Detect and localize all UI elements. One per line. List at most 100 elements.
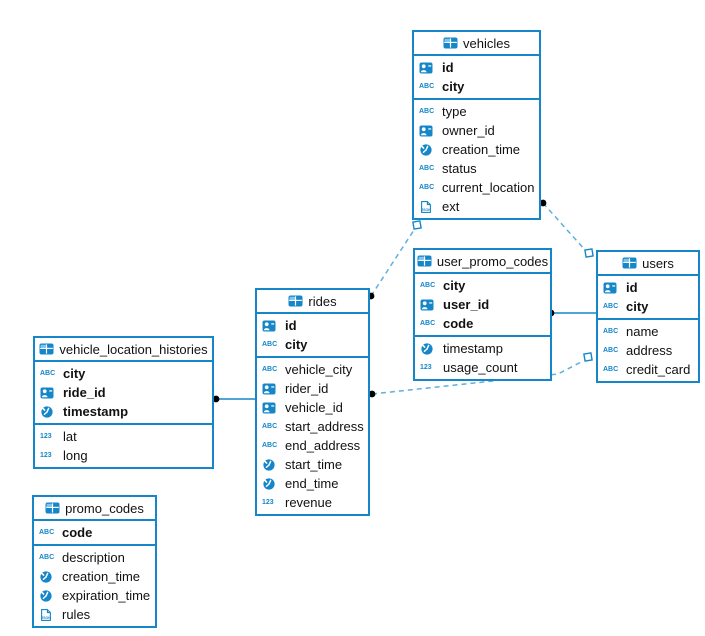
- number-type-icon: 123: [40, 433, 52, 440]
- column-name: ride_id: [63, 385, 106, 400]
- column-row-expiration_time[interactable]: expiration_time: [34, 586, 155, 605]
- column-name: city: [285, 337, 308, 352]
- column-row-city[interactable]: ABC city: [414, 77, 539, 96]
- text-type-icon: ABC: [419, 83, 435, 90]
- column-name: revenue: [285, 495, 332, 510]
- column-name: id: [442, 60, 454, 75]
- column-row-start_time[interactable]: start_time: [257, 455, 368, 474]
- id-type-icon: [262, 402, 281, 414]
- column-name: id: [626, 280, 638, 295]
- table-header-promo_codes[interactable]: promo_codes: [34, 497, 155, 521]
- column-name: credit_card: [626, 362, 691, 377]
- timestamp-type-icon: [40, 405, 59, 419]
- column-row-vehicle_id[interactable]: vehicle_id: [257, 398, 368, 417]
- column-name: city: [443, 278, 466, 293]
- column-name: address: [626, 343, 673, 358]
- relationship-user_promo_codes-to-users: [547, 309, 596, 317]
- column-name: city: [626, 299, 649, 314]
- column-row-rules[interactable]: JSON rules: [34, 605, 155, 624]
- text-type-icon: ABC: [262, 341, 278, 348]
- column-row-rider_id[interactable]: rider_id: [257, 379, 368, 398]
- table-header-vehicle_location_histories[interactable]: vehicle_location_histories: [35, 338, 212, 362]
- table-header-users[interactable]: users: [598, 252, 698, 276]
- text-type-icon: ABC: [419, 165, 435, 172]
- column-row-id[interactable]: id: [414, 58, 539, 77]
- table-header-vehicles[interactable]: vehicles: [414, 32, 539, 56]
- text-type-icon: ABC: [603, 328, 619, 335]
- table-name: vehicles: [463, 35, 510, 51]
- column-row-timestamp[interactable]: timestamp: [35, 402, 212, 421]
- id-type-icon: [262, 320, 281, 332]
- column-name: usage_count: [443, 360, 518, 375]
- text-type-icon: ABC: [262, 366, 278, 373]
- relationship-vehicle_location_histories-to-rides: [212, 395, 255, 403]
- column-row-id[interactable]: id: [598, 278, 698, 297]
- table-icon: [443, 37, 458, 49]
- table-icon: [39, 343, 54, 355]
- table-icon: [288, 295, 303, 307]
- column-row-end_time[interactable]: end_time: [257, 474, 368, 493]
- column-name: id: [285, 318, 297, 333]
- column-row-id[interactable]: id: [257, 316, 368, 335]
- column-row-revenue[interactable]: 123 revenue: [257, 493, 368, 512]
- connector-diamond: [583, 352, 593, 362]
- column-name: timestamp: [63, 404, 129, 419]
- column-name: city: [442, 79, 465, 94]
- text-type-icon: ABC: [420, 282, 436, 289]
- table-header-rides[interactable]: rides: [257, 290, 368, 314]
- table-name: vehicle_location_histories: [59, 341, 208, 357]
- column-row-user_id[interactable]: user_id: [415, 295, 550, 314]
- table-name: rides: [308, 293, 337, 309]
- column-row-timestamp[interactable]: timestamp: [415, 339, 550, 358]
- svg-text:JSON: JSON: [41, 616, 51, 620]
- column-row-city[interactable]: ABC city: [415, 276, 550, 295]
- column-name: status: [442, 161, 477, 176]
- text-type-icon: ABC: [262, 423, 278, 430]
- timestamp-type-icon: [262, 458, 281, 472]
- number-type-icon: 123: [262, 499, 274, 506]
- id-type-icon: [262, 383, 281, 395]
- column-row-creation_time[interactable]: creation_time: [34, 567, 155, 586]
- table-icon: [622, 257, 637, 269]
- column-row-status[interactable]: ABC status: [414, 159, 539, 178]
- timestamp-type-icon: [262, 477, 281, 491]
- column-name: creation_time: [62, 569, 141, 584]
- text-type-icon: ABC: [40, 370, 56, 377]
- column-name: rules: [62, 607, 91, 622]
- column-name: end_address: [285, 438, 361, 453]
- column-row-ride_id[interactable]: ride_id: [35, 383, 212, 402]
- column-row-city[interactable]: ABC city: [257, 335, 368, 354]
- column-row-owner_id[interactable]: owner_id: [414, 121, 539, 140]
- id-type-icon: [419, 62, 438, 74]
- column-row-creation_time[interactable]: creation_time: [414, 140, 539, 159]
- table-header-user_promo_codes[interactable]: user_promo_codes: [415, 250, 550, 274]
